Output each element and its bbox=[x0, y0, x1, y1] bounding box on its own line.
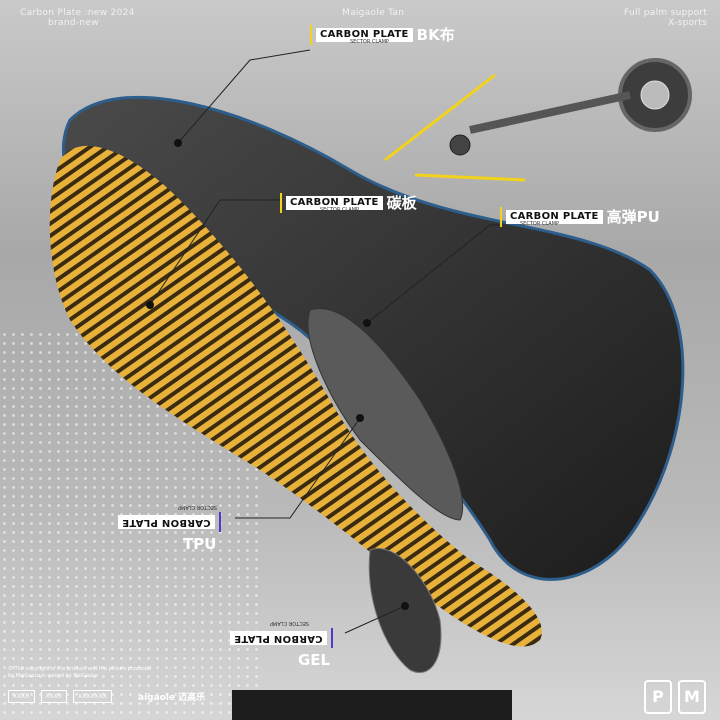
bottom-device bbox=[232, 690, 512, 720]
logo-icon-2: M bbox=[678, 680, 706, 714]
callout-bk-cn: BK布 bbox=[416, 26, 455, 44]
copyright-line2: by MaiGaoLe is owned by MaiGaoLe bbox=[8, 673, 98, 679]
callout-carbon-box: CARBON PLATE bbox=[286, 195, 383, 210]
callout-tpu-box: CARBON PLATE bbox=[118, 515, 215, 529]
header-right-line2: X-sports bbox=[668, 18, 708, 28]
header-left-line1: Carbon Plate :new 2024 bbox=[20, 8, 135, 18]
copyright-line1: © The copyright of the product and the p… bbox=[8, 666, 152, 672]
callout-bk-box: CARBON PLATE bbox=[316, 27, 413, 42]
header-left-line2: brand-new bbox=[48, 18, 99, 28]
callout-pu-box: CARBON PLATE bbox=[506, 209, 603, 224]
gel-label: GEL bbox=[298, 651, 331, 669]
tool-arm bbox=[384, 58, 692, 182]
footer-chips: XXXR XXXX XXXXXXX bbox=[8, 690, 112, 703]
brand-name: aigaole 迈高乐 bbox=[138, 693, 206, 703]
footer-chip-3: XXXXXXX bbox=[72, 690, 112, 703]
gel-pad bbox=[368, 548, 442, 673]
callout-lines bbox=[149, 49, 500, 634]
footer-chip-2: XXXX bbox=[40, 690, 67, 703]
callout-bk: CARBON PLATE BK布 SECTOR CLAMP bbox=[310, 24, 455, 45]
callout-gel: CARBON PLATE SECTOR CLAMP bbox=[230, 620, 333, 648]
logo-icon-1: P bbox=[644, 680, 672, 714]
callout-pu-sub: SECTOR CLAMP bbox=[520, 221, 560, 227]
callout-gel-sub: SECTOR CLAMP bbox=[270, 620, 310, 626]
header-left: Carbon Plate :new 2024 brand-new bbox=[20, 8, 135, 28]
callout-pu-cn: 高弹PU bbox=[606, 208, 660, 226]
callout-carbon: CARBON PLATE 碳板 SECTOR CLAMP bbox=[280, 192, 417, 213]
callout-dots bbox=[146, 139, 409, 610]
callout-carbon-cn: 碳板 bbox=[386, 194, 417, 212]
tpu-wedge bbox=[307, 308, 464, 521]
callout-pu: CARBON PLATE 高弹PU SECTOR CLAMP bbox=[500, 206, 660, 227]
copyright: © The copyright of the product and the p… bbox=[8, 666, 151, 680]
callout-tpu-sub: SECTOR CLAMP bbox=[178, 504, 218, 510]
callout-tpu: CARBON PLATE SECTOR CLAMP bbox=[118, 504, 221, 532]
callout-bk-sub: SECTOR CLAMP bbox=[350, 39, 390, 45]
header-right: Full palm support X-sports bbox=[624, 8, 707, 28]
footer-chip-1: XXXR bbox=[8, 690, 35, 703]
header-right-line1: Full palm support bbox=[624, 8, 708, 18]
callout-gel-box: CARBON PLATE bbox=[230, 631, 327, 645]
tpu-label: TPU bbox=[183, 535, 217, 553]
header-center: Maigaole Tan bbox=[342, 8, 405, 18]
callout-carbon-sub: SECTOR CLAMP bbox=[320, 207, 360, 213]
